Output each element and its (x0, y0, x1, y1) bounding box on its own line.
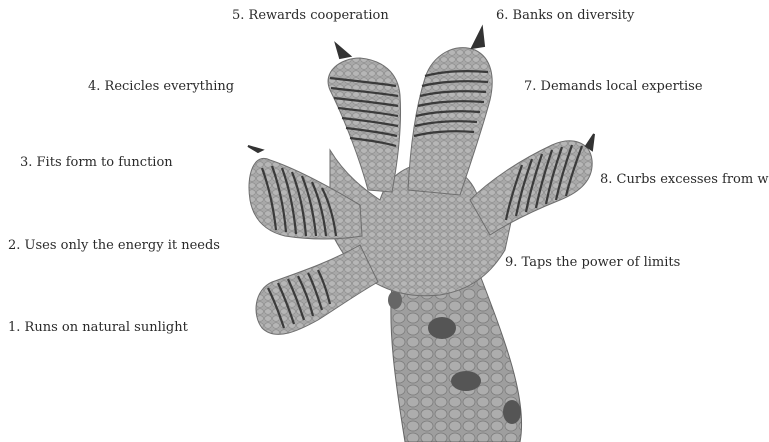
toe-5-claw (586, 134, 594, 150)
principle-5-label: 5. Rewards cooperation (232, 8, 389, 24)
toe-2-claw (248, 146, 262, 152)
principle-6-label: 6. Banks on diversity (496, 8, 634, 24)
principle-3-label: 3. Fits form to function (20, 155, 173, 171)
leg-spot (503, 400, 521, 424)
toe-4-claw (472, 28, 484, 48)
leg-spot (388, 291, 402, 309)
toe-3-claw (336, 44, 350, 58)
principle-2-label: 2. Uses only the energy it needs (8, 238, 220, 254)
toe-1 (256, 245, 378, 334)
principle-1-label: 1. Runs on natural sunlight (8, 320, 188, 336)
leg-spot (451, 371, 481, 391)
principle-9-label: 9. Taps the power of limits (505, 255, 680, 271)
leg (391, 270, 522, 442)
principle-7-label: 7. Demands local expertise (524, 79, 703, 95)
leg-spot (428, 317, 456, 339)
principle-4-label: 4. Recicles everything (88, 79, 234, 95)
principle-8-label: 8. Curbs excesses from within (600, 172, 769, 188)
